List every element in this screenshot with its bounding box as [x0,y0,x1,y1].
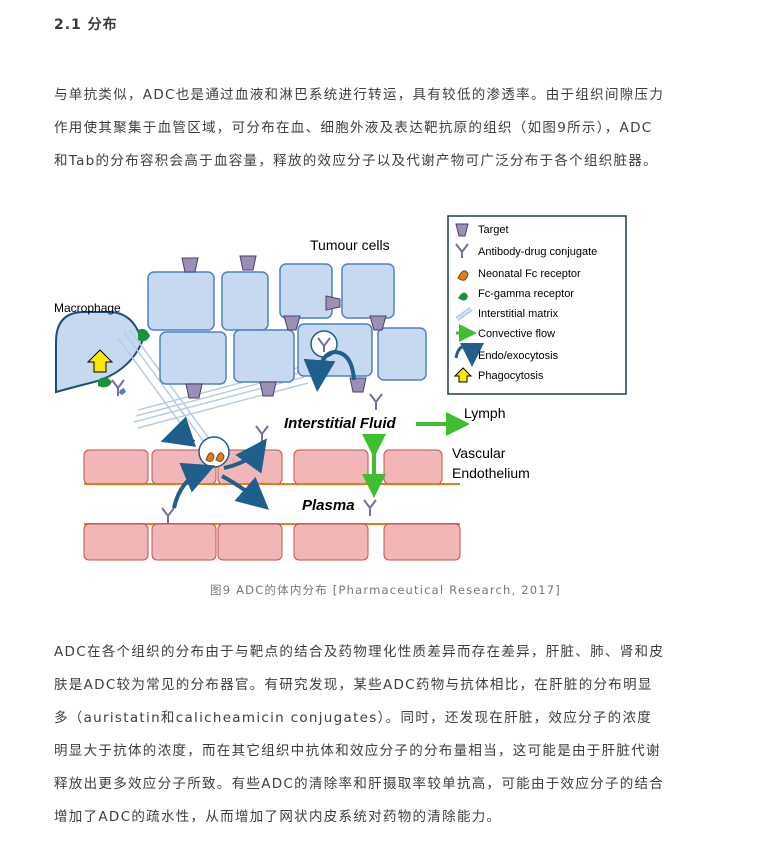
target-icon [181,255,387,399]
phagocytosis-arrow-icon [86,349,114,373]
paragraph-line: 与单抗类似，ADC也是通过血液和淋巴系统进行转运，具有较低的渗透率。由于组织间隙… [54,87,665,103]
legend-label: Phagocytosis [478,370,544,382]
paragraph-line: 明显大于抗体的浓度，而在其它组织中抗体和效应分子的分布量相当，这可能是由于肝脏代… [54,743,661,759]
paragraph-line: ADC在各个组织的分布由于与靶点的结合及药物理化性质差异而存在差异，肝脏、肺、肾… [54,644,665,660]
legend-label: Interstitial matrix [478,308,559,320]
adc-icon [161,337,383,524]
tumour-cells [147,263,427,385]
paragraph-line: 作用使其聚集于血管区域，可分布在血、细胞外液及表达靶抗原的组织（如图9所示），A… [54,120,653,136]
phagocytosis-icon [453,367,473,383]
lymph-label: Lymph [464,405,506,421]
paragraph-intro: 与单抗类似，ADC也是通过血液和淋巴系统进行转运，具有较低的渗透率。由于组织间隙… [54,79,718,178]
fcrn-icon [205,452,225,462]
legend-label: Target [478,224,509,236]
endocytosis-arrow-icon [172,462,216,509]
target-icon [455,223,469,237]
legend: Target Antibody-drug conjugate Neonatal … [447,215,627,395]
endocytosis-arrow-icon [303,349,356,392]
macrophage-label: Macrophage [54,301,121,315]
adc-icon [111,379,126,396]
fcrn-icon [457,270,469,281]
legend-label: Endo/exocytosis [478,350,559,362]
paragraph-line: 增加了ADC的疏水性，从而增加了网状内皮系统对药物的清除能力。 [54,809,502,825]
exocytosis-arrow-icon [223,438,267,474]
matrix-icon [455,307,473,321]
endothelial-cells-upper [83,449,443,485]
vascular-label: Vascular [452,445,506,461]
paragraph-line: 释放出更多效应分子所致。有些ADC的清除率和肝摄取率较单抗高，可能由于效应分子的… [54,776,665,792]
paragraph-line: 肤是ADC较为常见的分布器官。有研究发现，某些ADC药物与抗体相比，在肝脏的分布… [54,677,653,693]
endocytosis-icon [454,342,484,367]
section-heading: 2.1 分布 [54,17,118,33]
plasma-label: Plasma [302,497,355,514]
adc-icon [455,243,469,258]
endothelium-label: Endothelium [452,465,530,481]
figure-caption: 图9 ADC的体内分布 [Pharmaceutical Research, 20… [210,583,561,597]
fcrn-vesicle [198,436,230,468]
legend-label: Convective flow [478,328,555,340]
endothelial-cells-lower [83,523,461,561]
tumour-cells-label: Tumour cells [310,237,390,253]
legend-label: Fc-gamma receptor [478,288,574,300]
paragraph-line: 多（auristatin和calicheamicin conjugates）。同… [54,710,653,726]
legend-label: Antibody-drug conjugate [478,246,597,258]
fcgamma-receptor-icon [98,328,150,388]
interstitial-fluid-label: Interstitial Fluid [284,415,397,432]
paragraph-distribution: ADC在各个组织的分布由于与靶点的结合及药物理化性质差异而存在差异，肝脏、肺、肾… [54,636,718,834]
endocytosis-arrow-icon [160,416,197,447]
fcgamma-icon [458,292,468,301]
adc-distribution-figure: Macrophage Tumour cells [54,215,627,561]
exocytosis-arrow-icon [221,474,270,510]
legend-label: Neonatal Fc receptor [478,268,581,280]
paragraph-line: 和Tab的分布容积会高于血容量，释放的效应分子以及代谢产物可广泛分布于各个组织脏… [54,153,658,169]
